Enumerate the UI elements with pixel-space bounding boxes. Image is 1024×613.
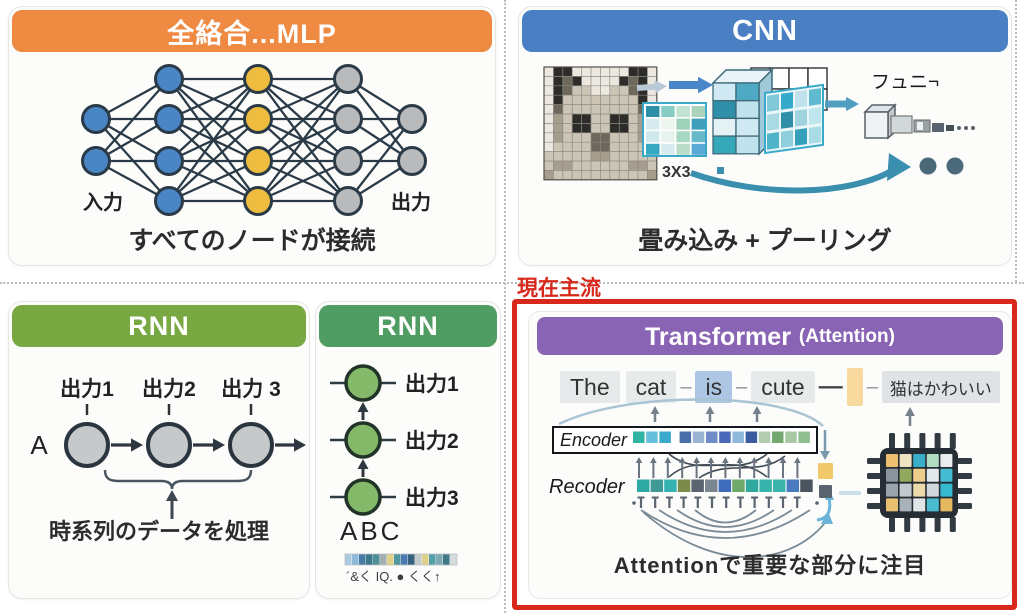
token: is (695, 371, 733, 403)
transformer-subtitle: (Attention) (798, 326, 895, 347)
decoder-embedding-squares (637, 479, 813, 492)
rnn-seq-output1-label: 出力1 (60, 378, 114, 401)
pooled-block (764, 83, 824, 155)
output-dot (946, 157, 964, 175)
rnn-seq-input-label: A (30, 430, 48, 460)
token: 猫はかわいい (881, 371, 1000, 403)
context-square-yellow (818, 463, 833, 479)
middle-dotted-divider (0, 282, 1024, 284)
mlp-panel: 全絡合...MLP 入力 出力 すべてのノードが接続 (8, 6, 496, 266)
rnn-seq-diagram: 出力1 出力2 出力 3 A (30, 378, 306, 519)
attention-arc (694, 509, 757, 524)
attention-big-arc (642, 511, 829, 559)
rnn-seq-caption: 時系列のデータを処理 (48, 519, 269, 544)
ellipsis-dot (971, 126, 975, 130)
blue-hook-arrow (816, 497, 832, 522)
context-square-gray (819, 485, 832, 498)
token: cat (625, 371, 677, 403)
rnn-stack-output1-label: 出力1 (405, 373, 459, 396)
conv-block-front (712, 82, 760, 155)
mlp-output-label: 出力 (391, 191, 431, 214)
rnn-seq-panel: RNN 出力1 出力2 出力 3 A 時系列のデータを処理 (8, 301, 310, 599)
token-color-strip (344, 553, 458, 566)
mlp-header: 全絡合...MLP (12, 10, 492, 52)
pixelated-cat-image (543, 66, 658, 181)
encoder-label: Encoder (560, 430, 628, 450)
rnn-cell (64, 422, 110, 468)
mlp-title: 全絡合...MLP (167, 18, 337, 49)
cnn-diagram: 3X3 フュニ¬ (543, 66, 975, 194)
conv-filter-cells (646, 106, 706, 155)
pooling-curve-arrowhead (887, 153, 911, 181)
rnn-stack-output3-label: 出力3 (405, 487, 459, 510)
transformer-diagram: Encoder Recoder (549, 398, 972, 559)
token: cute (751, 371, 815, 403)
rnn-seq-output3-label: 出力 3 (221, 378, 281, 401)
fc-block-2-stripe (917, 122, 923, 130)
cnn-panel: CNN 3X3 (518, 6, 1012, 266)
garbled-text: ´&く IQ. ● くく↑ (346, 569, 441, 584)
ellipsis-dot (957, 126, 961, 130)
token-connector-marks (632, 496, 819, 508)
rnn-stack-header: RNN (319, 305, 497, 347)
rnn-seq-header: RNN (12, 305, 306, 347)
transformer-header: Transformer (Attention) (537, 317, 1003, 355)
fc-block-4 (946, 125, 954, 131)
filter-size-label: 3X3 (662, 164, 691, 181)
rnn-cell (228, 422, 274, 468)
cnn-title: CNN (732, 14, 798, 47)
cross-attention-curve (698, 455, 786, 479)
transformer-caption: Attentionで重要な部分に注目 (613, 553, 927, 578)
right-dotted-divider (1015, 0, 1017, 282)
rnn-stack-panel: RNN 出力1 出力2 出力3 ABC ´&く IQ. ● くく↑ (315, 301, 501, 599)
attention-arc (658, 509, 793, 533)
rnn-cell (344, 421, 382, 459)
encoder-embedding-squares (633, 431, 810, 443)
cross-attention-curve (668, 453, 768, 478)
feature-garbled-label: フュニ¬ (871, 72, 939, 93)
center-dotted-divider (504, 0, 506, 613)
rnn-cell (344, 478, 382, 516)
flatten-cube-front (864, 111, 889, 139)
token-separator: — (818, 373, 843, 400)
mainstream-badge: 現在主流 (517, 277, 601, 300)
token-separator: – (680, 375, 692, 398)
brace (103, 469, 253, 490)
rnn-stack-input-label: ABC (340, 516, 402, 546)
attention-arc (640, 509, 811, 539)
big-arc-arrowhead (821, 511, 833, 524)
attention-arc (676, 509, 775, 528)
rnn-stack-output2-label: 出力2 (405, 430, 459, 453)
decoder-label: Recoder (549, 476, 626, 498)
encoder-output-arc (558, 398, 824, 427)
rnn-stack-diagram: 出力1 出力2 出力3 ABC ´&く IQ. ● くく↑ (330, 364, 459, 584)
token-separator: – (736, 375, 748, 398)
cnn-header: CNN (522, 10, 1008, 52)
rnn-stack-title: RNN (377, 310, 439, 341)
mlp-input-label: 入力 (83, 191, 123, 214)
rnn-seq-title: RNN (128, 310, 190, 341)
output-dot (919, 157, 937, 175)
fc-block-3 (932, 123, 944, 132)
token (846, 368, 863, 406)
cnn-caption: 畳み込み + プーリング (638, 227, 892, 255)
token-separator: – (866, 375, 878, 398)
pooling-curve-arrow (690, 166, 897, 194)
rnn-cell (344, 364, 382, 402)
processor-chip-icon (867, 433, 972, 532)
token: The (560, 371, 620, 403)
mlp-network-diagram: 入力 出力 (81, 64, 431, 216)
transformer-title: Transformer (645, 322, 791, 351)
rnn-seq-output2-label: 出力2 (142, 378, 196, 401)
mlp-caption: すべてのノードが接続 (128, 227, 376, 255)
fc-block-1 (890, 115, 913, 134)
curve-marker-square (717, 167, 724, 174)
rnn-cell (146, 422, 192, 468)
ellipsis-dot (964, 126, 968, 130)
